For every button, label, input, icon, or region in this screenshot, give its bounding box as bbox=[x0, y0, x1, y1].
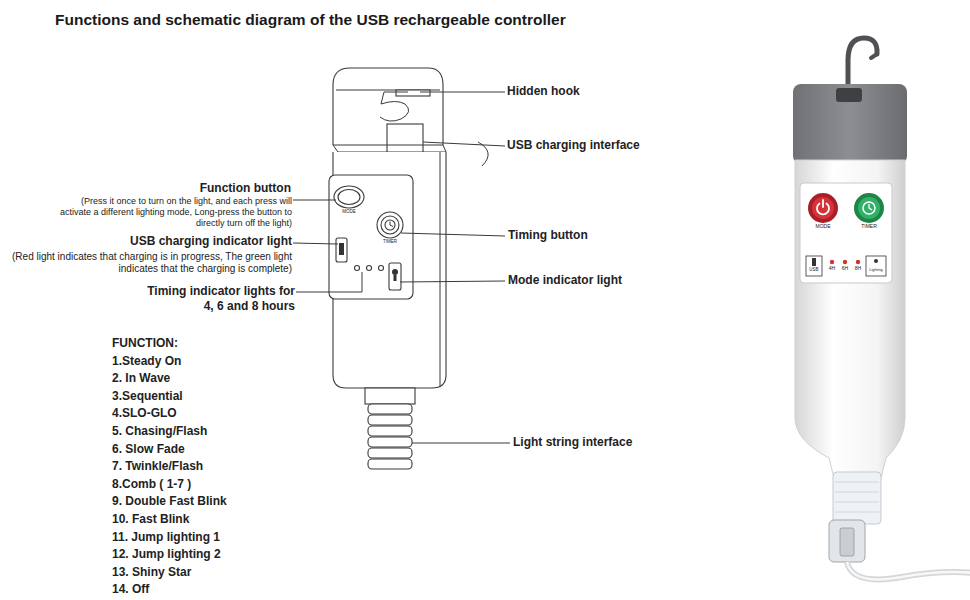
callout-label: Light string interface bbox=[513, 436, 683, 450]
button-label: TIMER bbox=[377, 239, 403, 244]
button-panel bbox=[329, 175, 413, 299]
cable-plug bbox=[829, 520, 865, 562]
thread bbox=[368, 437, 412, 447]
timer-led bbox=[355, 266, 360, 271]
function-item: 14. Off bbox=[112, 583, 282, 597]
leader-line bbox=[296, 272, 362, 292]
photo-cap bbox=[793, 84, 907, 164]
function-item: 7. Twinkle/Flash bbox=[112, 460, 282, 474]
clock-symbol bbox=[385, 220, 395, 230]
indicator-label: 4H bbox=[826, 266, 838, 272]
clear-connector-ridges bbox=[835, 482, 879, 512]
leader-line bbox=[420, 92, 505, 93]
function-item: 11. Jump lighting 1 bbox=[112, 531, 282, 545]
mode-button-face bbox=[812, 197, 834, 219]
timing-button-inner bbox=[381, 216, 399, 234]
battery-symbol bbox=[812, 258, 816, 266]
timer-button-face bbox=[858, 197, 880, 219]
timer-led bbox=[367, 266, 372, 271]
timer-led bbox=[856, 260, 860, 264]
cable-plug-core bbox=[840, 528, 854, 556]
function-item: 3.Sequential bbox=[112, 390, 282, 404]
timer-led bbox=[379, 266, 384, 271]
indicator-label: USB bbox=[806, 267, 822, 272]
clock-hands bbox=[869, 204, 872, 210]
clock-symbol bbox=[863, 202, 875, 214]
callout-note: (Red light indicates that charging is in… bbox=[2, 251, 292, 275]
clock-hands bbox=[390, 222, 393, 227]
callout-label: Timing indicator lights for 4, 6 and 8 h… bbox=[137, 284, 295, 314]
power-symbol bbox=[817, 200, 829, 214]
function-item: 10. Fast Blink bbox=[112, 513, 282, 527]
indicator-label: 8H bbox=[852, 266, 864, 272]
hook-tip bbox=[871, 54, 877, 58]
lighting-indicator-box bbox=[866, 256, 886, 276]
thread bbox=[368, 426, 412, 436]
function-item: 13. Shiny Star bbox=[112, 566, 282, 580]
usb-indicator bbox=[336, 238, 347, 262]
body-side-edge bbox=[440, 152, 441, 386]
bulb-base bbox=[394, 275, 397, 281]
function-item: 2. In Wave bbox=[112, 372, 282, 386]
leader-line bbox=[401, 233, 505, 236]
timer-button bbox=[854, 193, 884, 223]
photo-body bbox=[795, 160, 905, 478]
usb-plug bbox=[387, 124, 423, 156]
thread bbox=[368, 404, 412, 414]
callout-label: Function button bbox=[131, 182, 291, 196]
timer-led bbox=[843, 260, 847, 264]
clear-connector bbox=[833, 472, 881, 524]
button-label: MODE bbox=[810, 224, 836, 230]
leader-line bbox=[423, 142, 505, 146]
function-button-inner bbox=[338, 190, 360, 205]
callout-label: Hidden hook bbox=[507, 85, 647, 99]
indicator-label: Lighting bbox=[865, 268, 887, 272]
bulb-symbol bbox=[874, 259, 878, 263]
function-item: 6. Slow Fade bbox=[112, 443, 282, 457]
function-item: 1.Steady On bbox=[112, 355, 282, 369]
thread bbox=[368, 459, 412, 469]
callout-label: USB charging interface bbox=[507, 139, 677, 153]
indicator-label: 6H bbox=[839, 266, 851, 272]
cable bbox=[847, 562, 970, 579]
diagram-title: Functions and schematic diagram of the U… bbox=[55, 11, 566, 29]
function-item: 12. Jump lighting 2 bbox=[112, 548, 282, 562]
hidden-hook bbox=[380, 92, 409, 121]
cable-highlight bbox=[847, 562, 970, 579]
timer-led bbox=[830, 260, 834, 264]
battery-symbol bbox=[339, 243, 344, 255]
callout-note: (Press it once to turn on the light, and… bbox=[52, 196, 292, 229]
neck bbox=[365, 388, 415, 404]
leader-line bbox=[412, 443, 510, 444]
function-heading: FUNCTION: bbox=[112, 337, 252, 351]
thread bbox=[368, 448, 412, 458]
cap-seam bbox=[333, 145, 446, 152]
thread bbox=[368, 415, 412, 425]
function-item: 9. Double Fast Blink bbox=[112, 495, 282, 509]
function-item: 5. Chasing/Flash bbox=[112, 425, 282, 439]
hook-slot bbox=[836, 88, 862, 102]
callout-label: Mode indicator light bbox=[508, 274, 668, 288]
leader-line bbox=[293, 243, 338, 244]
function-button bbox=[334, 186, 364, 208]
button-label: TIMER bbox=[856, 224, 882, 230]
bulb-symbol bbox=[392, 269, 398, 275]
callout-label: USB charging indicator light bbox=[62, 235, 292, 249]
hook-slot bbox=[396, 90, 430, 96]
leader-line bbox=[400, 281, 505, 282]
callout-label: Timing button bbox=[508, 229, 648, 243]
function-item: 8.Comb ( 1-7 ) bbox=[112, 478, 282, 492]
timing-button bbox=[377, 212, 403, 238]
function-item: 4.SLO-GLO bbox=[112, 407, 282, 421]
photo-panel bbox=[800, 183, 892, 283]
usb-indicator-box bbox=[806, 256, 822, 276]
button-label: MODE bbox=[337, 209, 361, 214]
mode-button bbox=[808, 193, 838, 223]
leader-line bbox=[293, 200, 336, 201]
mode-indicator bbox=[389, 263, 401, 290]
